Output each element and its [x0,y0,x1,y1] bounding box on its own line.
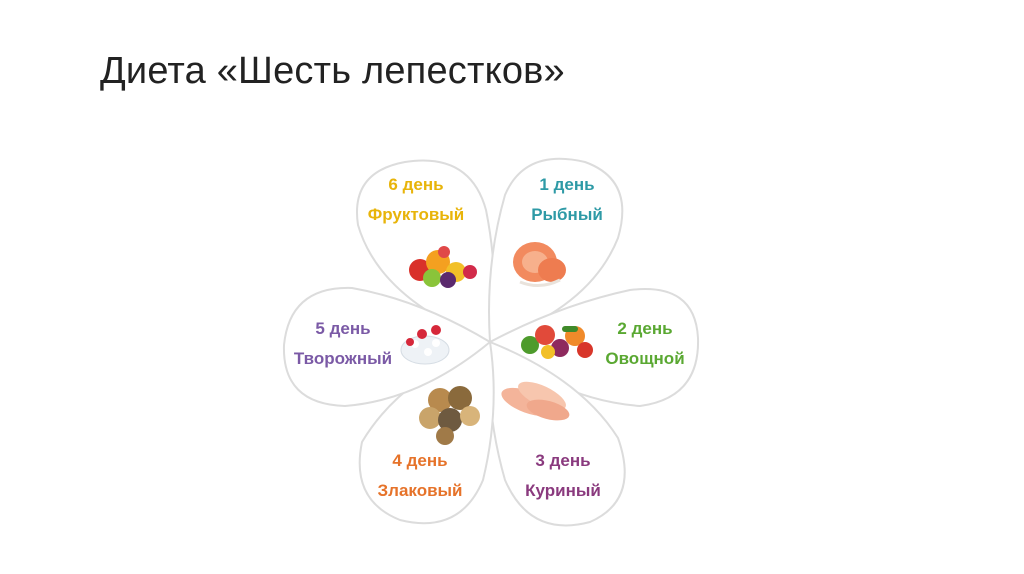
petal-6-day: 6 день [388,175,443,194]
petal-2-day: 2 день [617,319,672,338]
fruits-icon [409,246,477,288]
petal-4-day: 4 день [392,451,447,470]
petal-4-content: 4 день Злаковый [378,386,480,500]
petal-3-name: Куриный [525,481,601,500]
slide-title: Диета «Шесть лепестков» [100,50,565,92]
petal-4-name: Злаковый [378,481,463,500]
grains-icon [419,386,480,445]
petal-day-1 [488,157,624,344]
vegetables-icon [521,325,593,359]
cottage-cheese-icon [400,325,450,365]
petal-day-5 [282,286,492,408]
petal-5-day: 5 день [315,319,370,338]
petal-1-content: 1 день Рыбный [513,175,603,287]
petal-6-name: Фруктовый [368,205,465,224]
petal-5-name: Творожный [294,349,392,368]
petal-6-content: 6 день Фруктовый [368,175,477,288]
petal-5-content: 5 день Творожный [294,319,450,368]
petal-3-content: 3 день Куриный [501,381,601,500]
petal-1-name: Рыбный [531,205,603,224]
petal-2-name: Овощной [605,349,684,368]
salmon-steak-icon [513,242,566,287]
petal-3-day: 3 день [535,451,590,470]
petal-1-day: 1 день [539,175,594,194]
petal-2-content: 2 день Овощной [521,319,685,368]
chicken-fillet-icon [501,381,570,421]
